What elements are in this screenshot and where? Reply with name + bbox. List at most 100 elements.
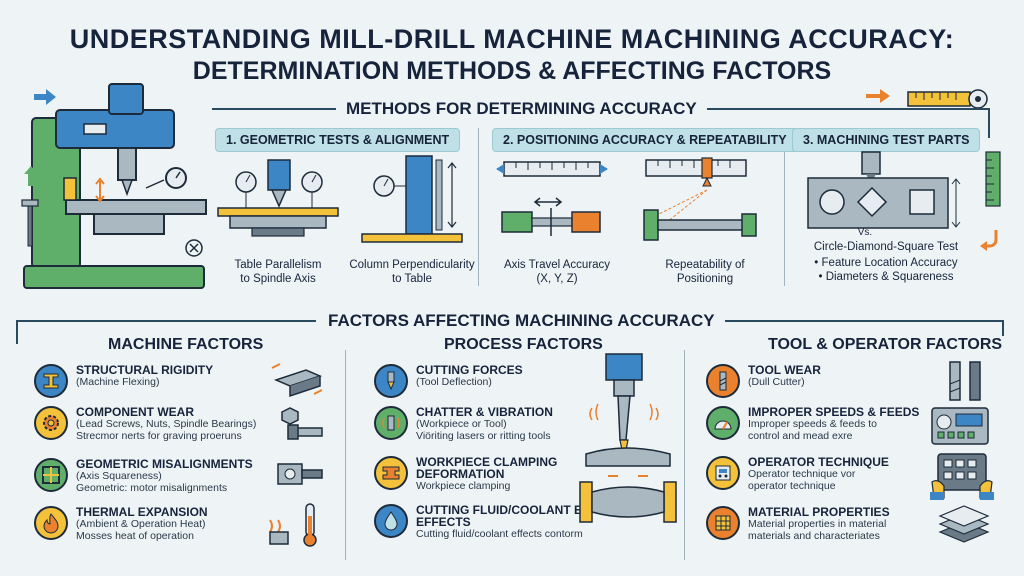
- vibration-icon: [374, 406, 408, 440]
- factor-heading: OPERATOR TECHNIQUE: [748, 455, 889, 469]
- factor-detail: (Tool Deflection): [416, 376, 492, 388]
- method-3-caption-3: • Diameters & Squareness: [818, 271, 954, 283]
- arrow-right-icon: [34, 89, 56, 105]
- tape-measure-icon: [907, 89, 988, 109]
- method-2-caption-2a: Repeatability of: [665, 259, 745, 271]
- factor-heading: TOOL WEAR: [748, 363, 821, 377]
- method-2-caption-1b: (X, Y, Z): [536, 273, 578, 285]
- hammer-icon: [21, 199, 39, 247]
- factor-heading: CHATTER & VIBRATION: [416, 405, 553, 419]
- tool-factor-item: TOOL WEAR(Dull Cutter): [706, 364, 821, 398]
- process-factor-item: CUTTING FORCES(Tool Deflection): [374, 364, 523, 398]
- tool-deflection-illustration: [579, 353, 677, 523]
- column-divider: [784, 128, 785, 286]
- material-stack-icon: [938, 505, 990, 543]
- factor-detail: materials and characteriates: [748, 530, 880, 542]
- factor-detail: (Dull Cutter): [748, 376, 805, 388]
- divider: [1002, 320, 1004, 344]
- thermometer-icon: [269, 503, 317, 547]
- factor-detail: operator technique: [748, 480, 836, 492]
- factor-heading: WORKPIECE CLAMPING: [416, 455, 558, 469]
- factor-heading: CUTTING FLUID/COOLANT EFFECTS: [416, 503, 629, 517]
- divider: [708, 320, 1004, 322]
- end-mill-icon: [706, 364, 740, 398]
- factor-heading-cont: EFFECTS: [416, 515, 471, 529]
- factor-heading: COMPONENT WEAR: [76, 405, 194, 419]
- method-3-caption-1: Circle-Diamond-Square Test: [813, 241, 959, 253]
- page-subtitle: DETERMINATION METHODS & AFFECTING FACTOR…: [192, 57, 832, 85]
- table-parallelism-illustration: [217, 159, 339, 237]
- axis-travel-illustration: [496, 161, 608, 236]
- mill-drill-machine-illustration: [23, 83, 207, 289]
- clamp-icon: [374, 456, 408, 490]
- factor-heading: STRUCTURAL RIGIDITY: [76, 363, 214, 377]
- page-title: UNDERSTANDING MILL-DRILL MACHINE MACHINI…: [69, 24, 955, 54]
- ruler-icon: [985, 151, 1001, 207]
- factor-detail: Material properties in material: [748, 518, 887, 530]
- material-grid-icon: [706, 506, 740, 540]
- misalignment-icon: [34, 458, 68, 492]
- factor-heading: CUTTING FORCES: [416, 363, 523, 377]
- factor-detail: Mosses heat of operation: [76, 530, 194, 542]
- machine-factors-title: MACHINE FACTORS: [100, 336, 272, 354]
- factor-heading: MATERIAL PROPERTIES: [748, 505, 890, 519]
- factors-heading: FACTORS AFFECTING MACHINING ACCURACY: [318, 311, 725, 331]
- factor-detail: Improper speeds & feeds to: [748, 418, 877, 430]
- tool-operator-factors-title: TOOL & OPERATOR FACTORS: [760, 336, 1011, 354]
- method-2-caption-1a: Axis Travel Accuracy: [503, 259, 611, 271]
- machine-factor-item: GEOMETRIC MISALIGNMENTS(Axis Squareness)…: [34, 458, 253, 494]
- flame-icon: [34, 506, 68, 540]
- factor-heading: THERMAL EXPANSION: [76, 505, 208, 519]
- factor-detail: (Ambient & Operation Heat): [76, 518, 206, 530]
- droplet-icon: [374, 504, 408, 538]
- i-beam-icon: [34, 364, 68, 398]
- factor-detail: control and mead exre: [748, 430, 853, 442]
- method-3-caption-2: • Feature Location Accuracy: [814, 257, 958, 269]
- vs-label: Vs.: [857, 227, 873, 238]
- factor-detail: (Lead Screws, Nuts, Spindle Bearings): [76, 418, 257, 430]
- end-mills-icon: [949, 361, 981, 401]
- method-1-label: 1. GEOMETRIC TESTS & ALIGNMENT: [215, 128, 461, 152]
- cnc-panel-icon: [931, 407, 989, 445]
- method-3-label: 3. MACHINING TEST PARTS: [792, 128, 981, 152]
- divider: [16, 320, 18, 344]
- method-2-label: 2. POSITIONING ACCURACY & REPEATABILITY: [492, 128, 798, 152]
- process-factors-title: PROCESS FACTORS: [436, 336, 611, 354]
- divider: [988, 108, 990, 138]
- method-1-caption-1b: to Spindle Axis: [240, 273, 316, 285]
- divider: [16, 320, 316, 322]
- machine-factor-item: COMPONENT WEAR(Lead Screws, Nuts, Spindl…: [34, 406, 256, 442]
- factor-heading: GEOMETRIC MISALIGNMENTS: [76, 457, 253, 471]
- factor-detail: (Machine Flexing): [76, 376, 160, 388]
- operator-keypad-icon: [930, 453, 994, 500]
- factor-detail: (Workpiece or Tool): [416, 418, 507, 430]
- method-2-caption-2b: Positioning: [676, 273, 734, 285]
- curved-arrow-icon: [980, 230, 998, 251]
- factor-heading-cont: DEFORMATION: [416, 467, 505, 481]
- factor-detail: Workpiece clamping: [416, 480, 511, 492]
- column-divider: [345, 350, 346, 560]
- test-part-illustration: [807, 151, 961, 229]
- machine-factor-item: THERMAL EXPANSION(Ambient & Operation He…: [34, 506, 208, 542]
- process-factor-item: CHATTER & VIBRATION(Workpiece or Tool)Vi…: [374, 406, 553, 442]
- beam-flex-icon: [271, 363, 323, 398]
- column-divider: [684, 350, 685, 560]
- divider: [212, 108, 346, 110]
- factor-detail: Strecmor nerts for graving proeruns: [76, 430, 242, 442]
- speedometer-icon: [706, 406, 740, 440]
- arrow-up-icon: [24, 166, 38, 186]
- method-1-caption-2a: Column Perpendicularity: [349, 259, 475, 271]
- method-1-caption-2b: to Table: [391, 273, 433, 285]
- factor-detail: Viöriting lasers or ritting tools: [416, 430, 551, 442]
- factor-detail: Operator technique vor: [748, 468, 856, 480]
- gear-icon: [34, 406, 68, 440]
- factor-detail: Cutting fluid/coolant effects contorm: [416, 528, 583, 540]
- nut-bolt-icon: [281, 407, 323, 440]
- divider: [700, 108, 990, 110]
- method-1-caption-1a: Table Parallelism: [234, 259, 322, 271]
- methods-heading: METHODS FOR DETERMINING ACCURACY: [336, 99, 707, 119]
- machine-factor-item: STRUCTURAL RIGIDITY(Machine Flexing): [34, 364, 213, 398]
